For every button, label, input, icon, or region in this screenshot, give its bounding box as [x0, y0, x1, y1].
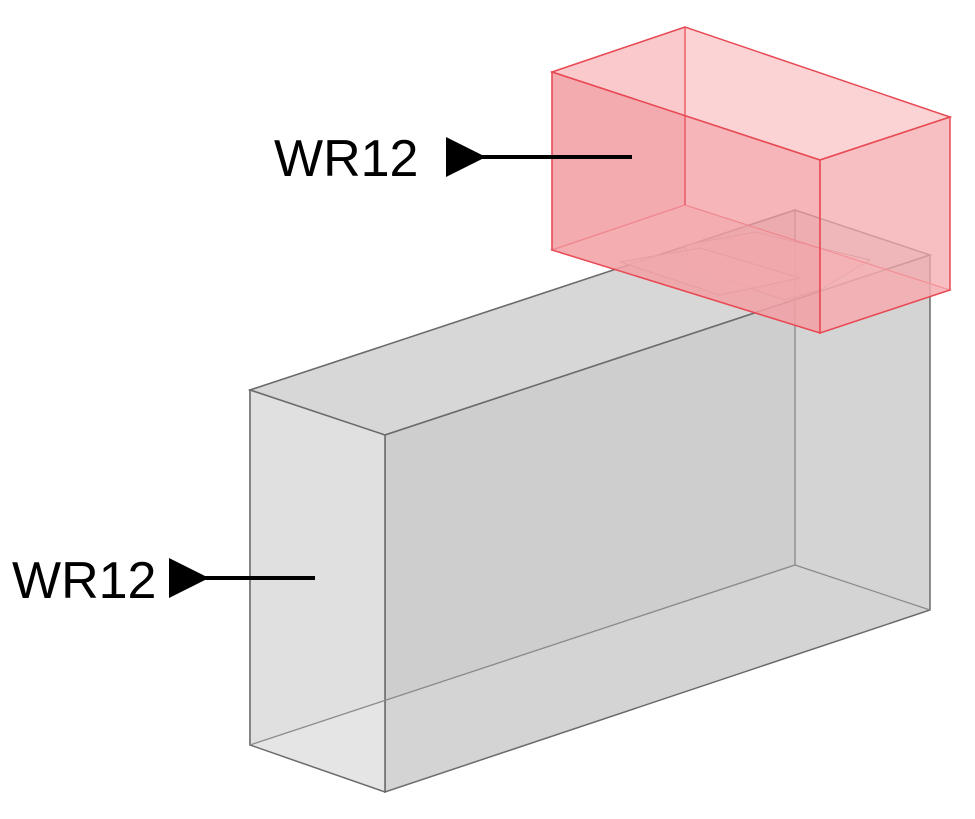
lower-waveguide-label: WR12: [12, 552, 156, 610]
lower-label-group: WR12: [12, 552, 315, 610]
upper-waveguide-block: [549, 26, 953, 335]
upper-label-group: WR12: [274, 130, 632, 188]
upper-block-right-face: [819, 115, 951, 335]
upper-waveguide-label: WR12: [274, 130, 418, 188]
lower-block-left-face: [249, 388, 386, 794]
